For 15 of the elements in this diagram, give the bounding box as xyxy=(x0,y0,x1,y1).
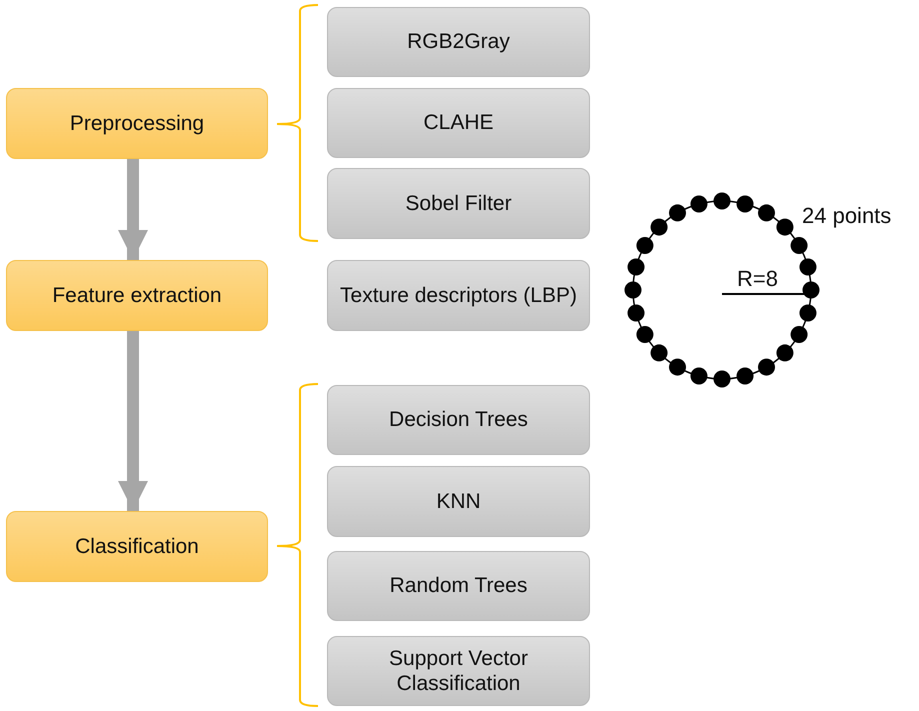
method-box: Support Vector Classification xyxy=(327,636,590,706)
method-box: RGB2Gray xyxy=(327,7,590,77)
arrow xyxy=(118,159,148,260)
point-count-label: 24 points xyxy=(802,203,892,229)
process-box: Classification xyxy=(6,511,268,582)
method-box: CLAHE xyxy=(327,88,590,158)
arrow xyxy=(118,331,148,511)
process-box: Preprocessing xyxy=(6,88,268,159)
method-box: Random Trees xyxy=(327,551,590,621)
process-box: Feature extraction xyxy=(6,260,268,331)
method-box: Decision Trees xyxy=(327,385,590,455)
method-box: KNN xyxy=(327,466,590,537)
radius-label: R=8 xyxy=(737,266,778,292)
method-box: Texture descriptors (LBP) xyxy=(327,260,590,331)
method-box: Sobel Filter xyxy=(327,168,590,239)
